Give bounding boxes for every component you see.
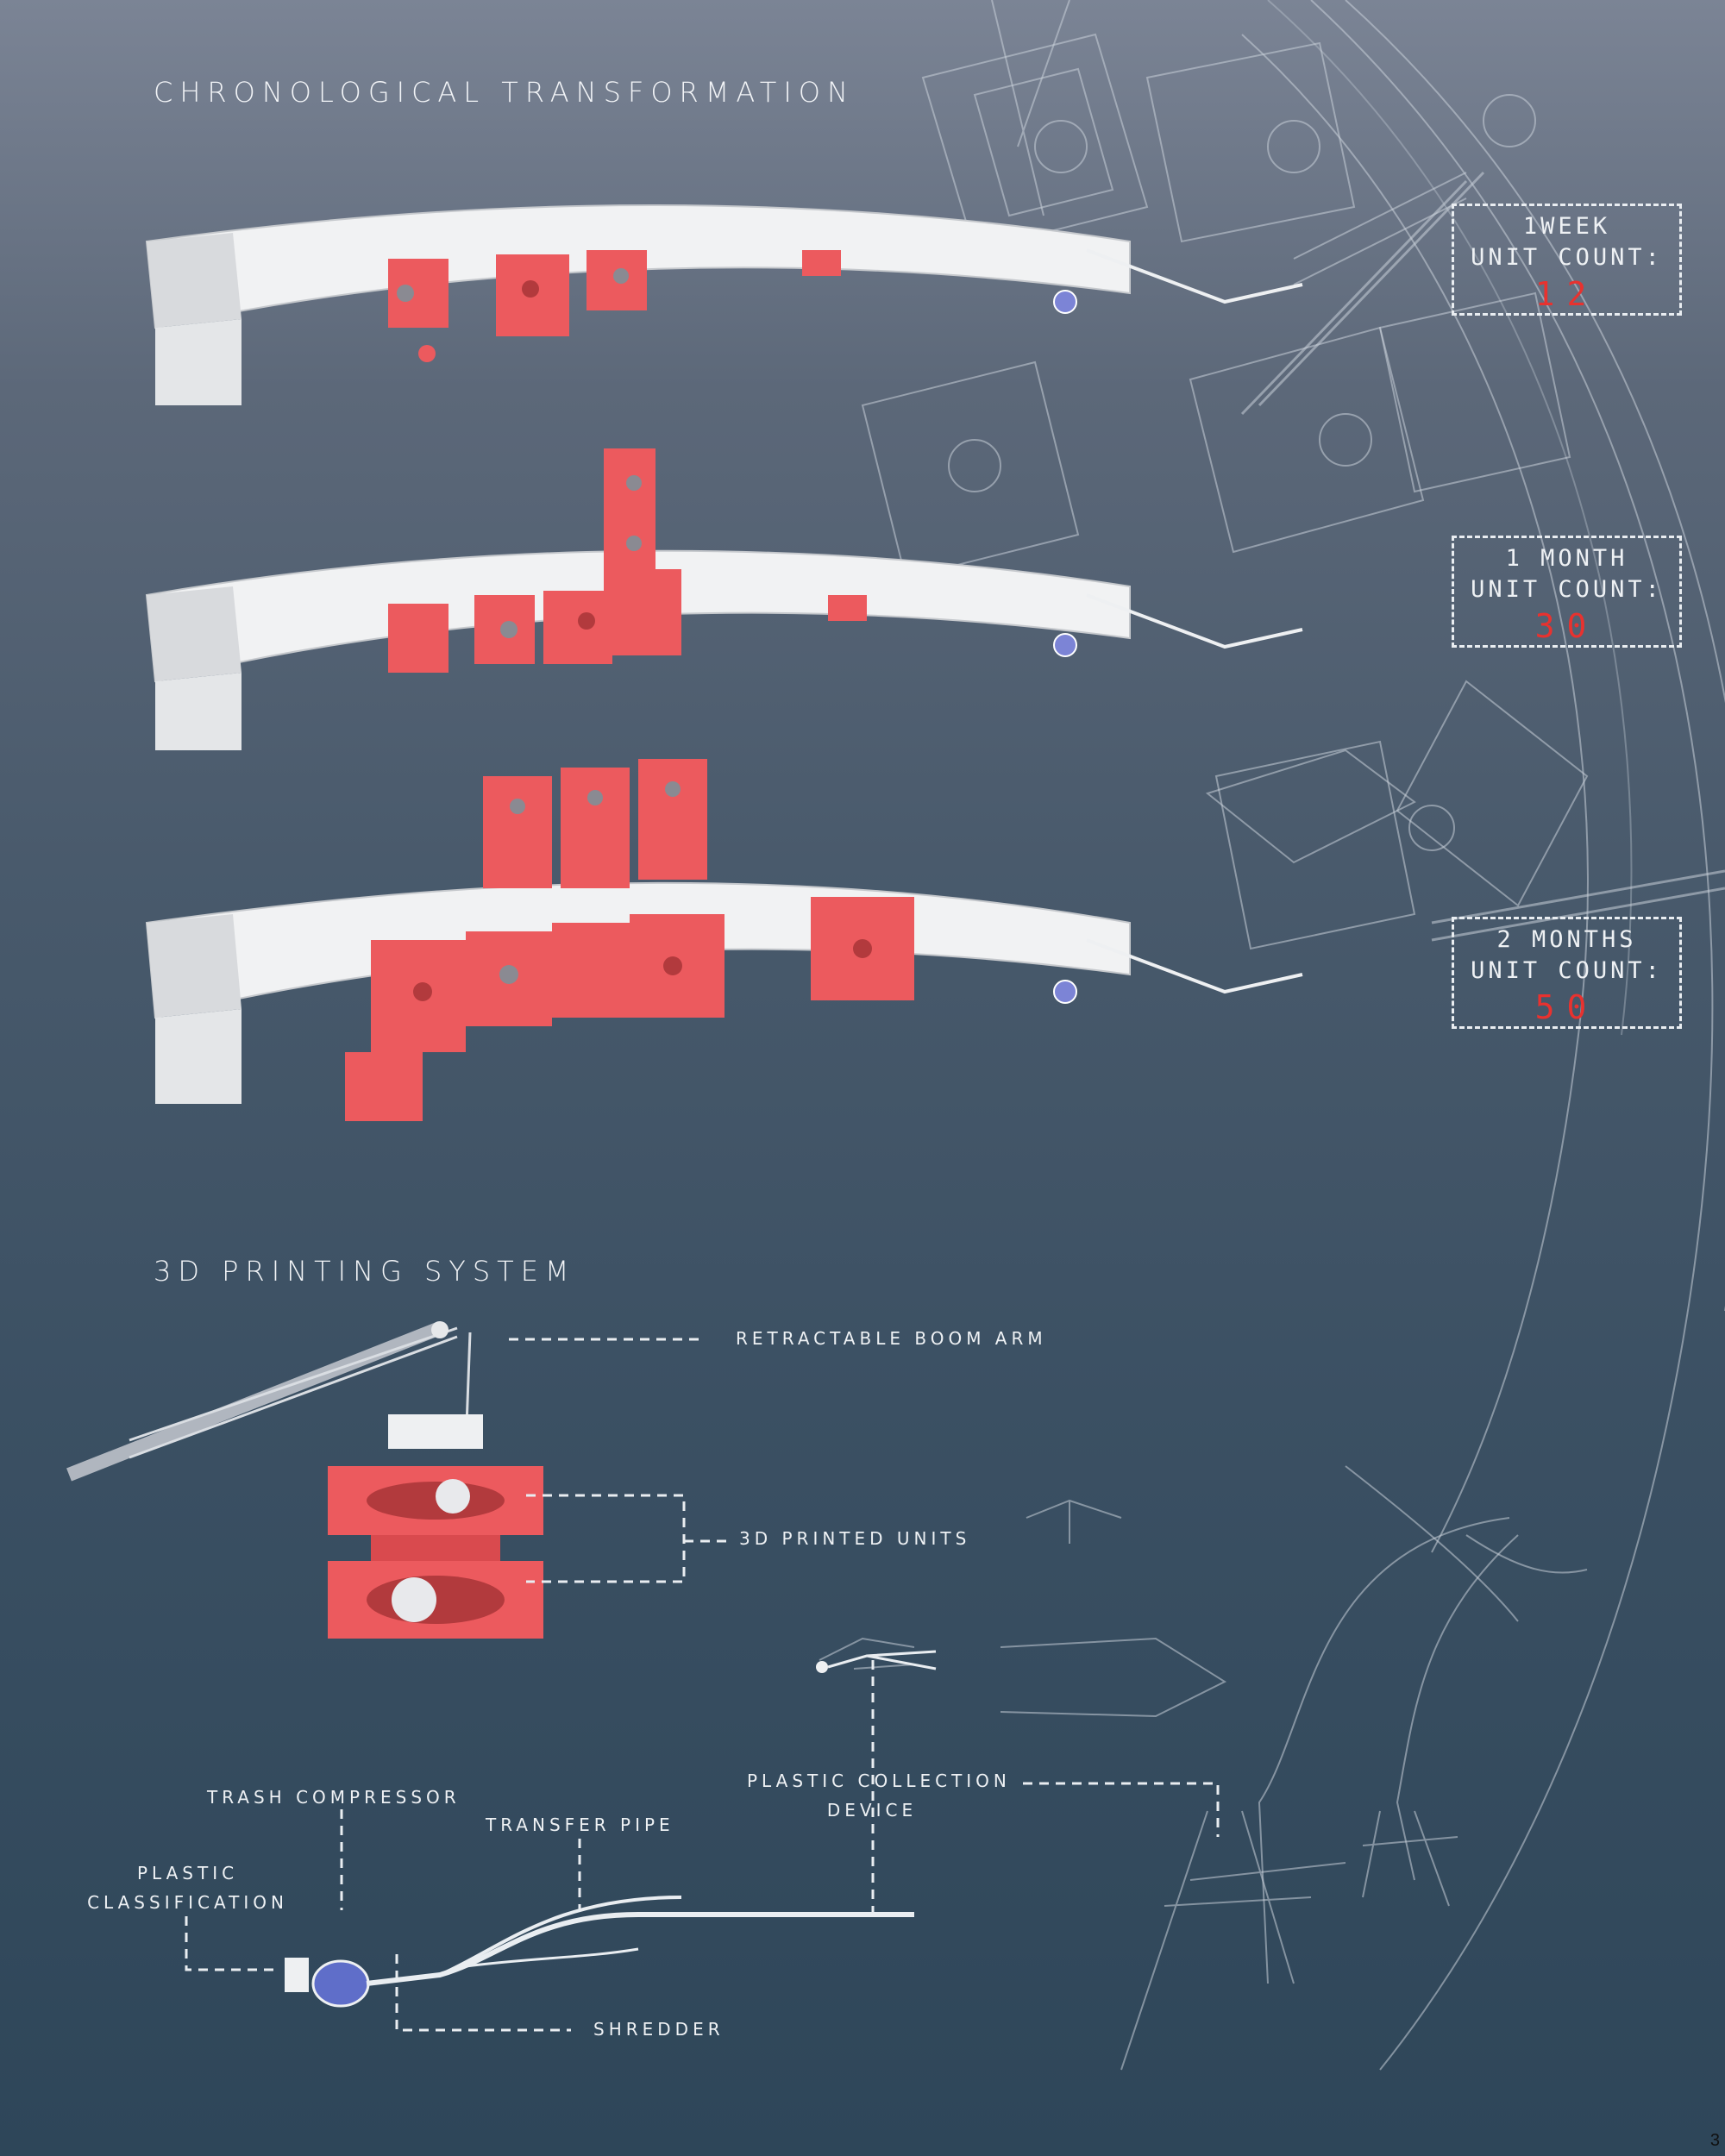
label-plastic-collection-device: PLASTIC COLLECTION DEVICE xyxy=(747,1766,1011,1825)
collection-device-illustration xyxy=(816,1650,937,1673)
stage-1-period: 1WEEK xyxy=(1522,213,1611,240)
stage-1-count: 12 xyxy=(1534,275,1599,313)
label-3d-printed-units: 3D PRINTED UNITS xyxy=(739,1528,971,1549)
stage-3-count: 50 xyxy=(1534,988,1599,1026)
section-title-chronological: CHRONOLOGICAL TRANSFORMATION xyxy=(154,76,855,109)
label-plastic-classification-line1: PLASTIC xyxy=(136,1863,239,1883)
pipeline-illustration xyxy=(285,1896,914,2008)
label-transfer-pipe: TRANSFER PIPE xyxy=(486,1814,674,1835)
stage-2-render xyxy=(145,448,1303,750)
stage-3-period: 2 MONTHS xyxy=(1496,926,1637,953)
stage-2-count-label: UNIT COUNT: xyxy=(1471,576,1663,603)
label-plastic-classification: PLASTIC CLASSIFICATION xyxy=(86,1858,289,1917)
stage-1-infobox: 1WEEK UNIT COUNT: 12 xyxy=(1452,204,1682,316)
stage-1-render xyxy=(145,204,1303,405)
stage-2-period: 1 MONTH xyxy=(1505,545,1628,572)
stage-3-count-label: UNIT COUNT: xyxy=(1471,957,1663,984)
label-shredder: SHREDDER xyxy=(593,2019,724,2040)
label-plastic-collection-line2: DEVICE xyxy=(826,1800,918,1821)
stage-1-count-label: UNIT COUNT: xyxy=(1471,244,1663,271)
boom-arm-illustration xyxy=(66,1321,483,1482)
page-number: 3 xyxy=(1709,2131,1720,2150)
stage-3-render xyxy=(145,759,1303,1121)
label-plastic-collection-line1: PLASTIC COLLECTION xyxy=(747,1771,1011,1791)
label-trash-compressor: TRASH COMPRESSOR xyxy=(207,1787,461,1808)
stage-3-infobox: 2 MONTHS UNIT COUNT: 50 xyxy=(1452,917,1682,1029)
printed-units-illustration xyxy=(328,1466,543,1639)
stage-2-infobox: 1 MONTH UNIT COUNT: 30 xyxy=(1452,536,1682,648)
stage-2-count: 30 xyxy=(1534,607,1599,645)
section-title-3d-printing: 3D PRINTING SYSTEM xyxy=(154,1255,576,1288)
label-plastic-classification-line2: CLASSIFICATION xyxy=(87,1892,288,1913)
label-retractable-boom-arm: RETRACTABLE BOOM ARM xyxy=(736,1328,1047,1349)
